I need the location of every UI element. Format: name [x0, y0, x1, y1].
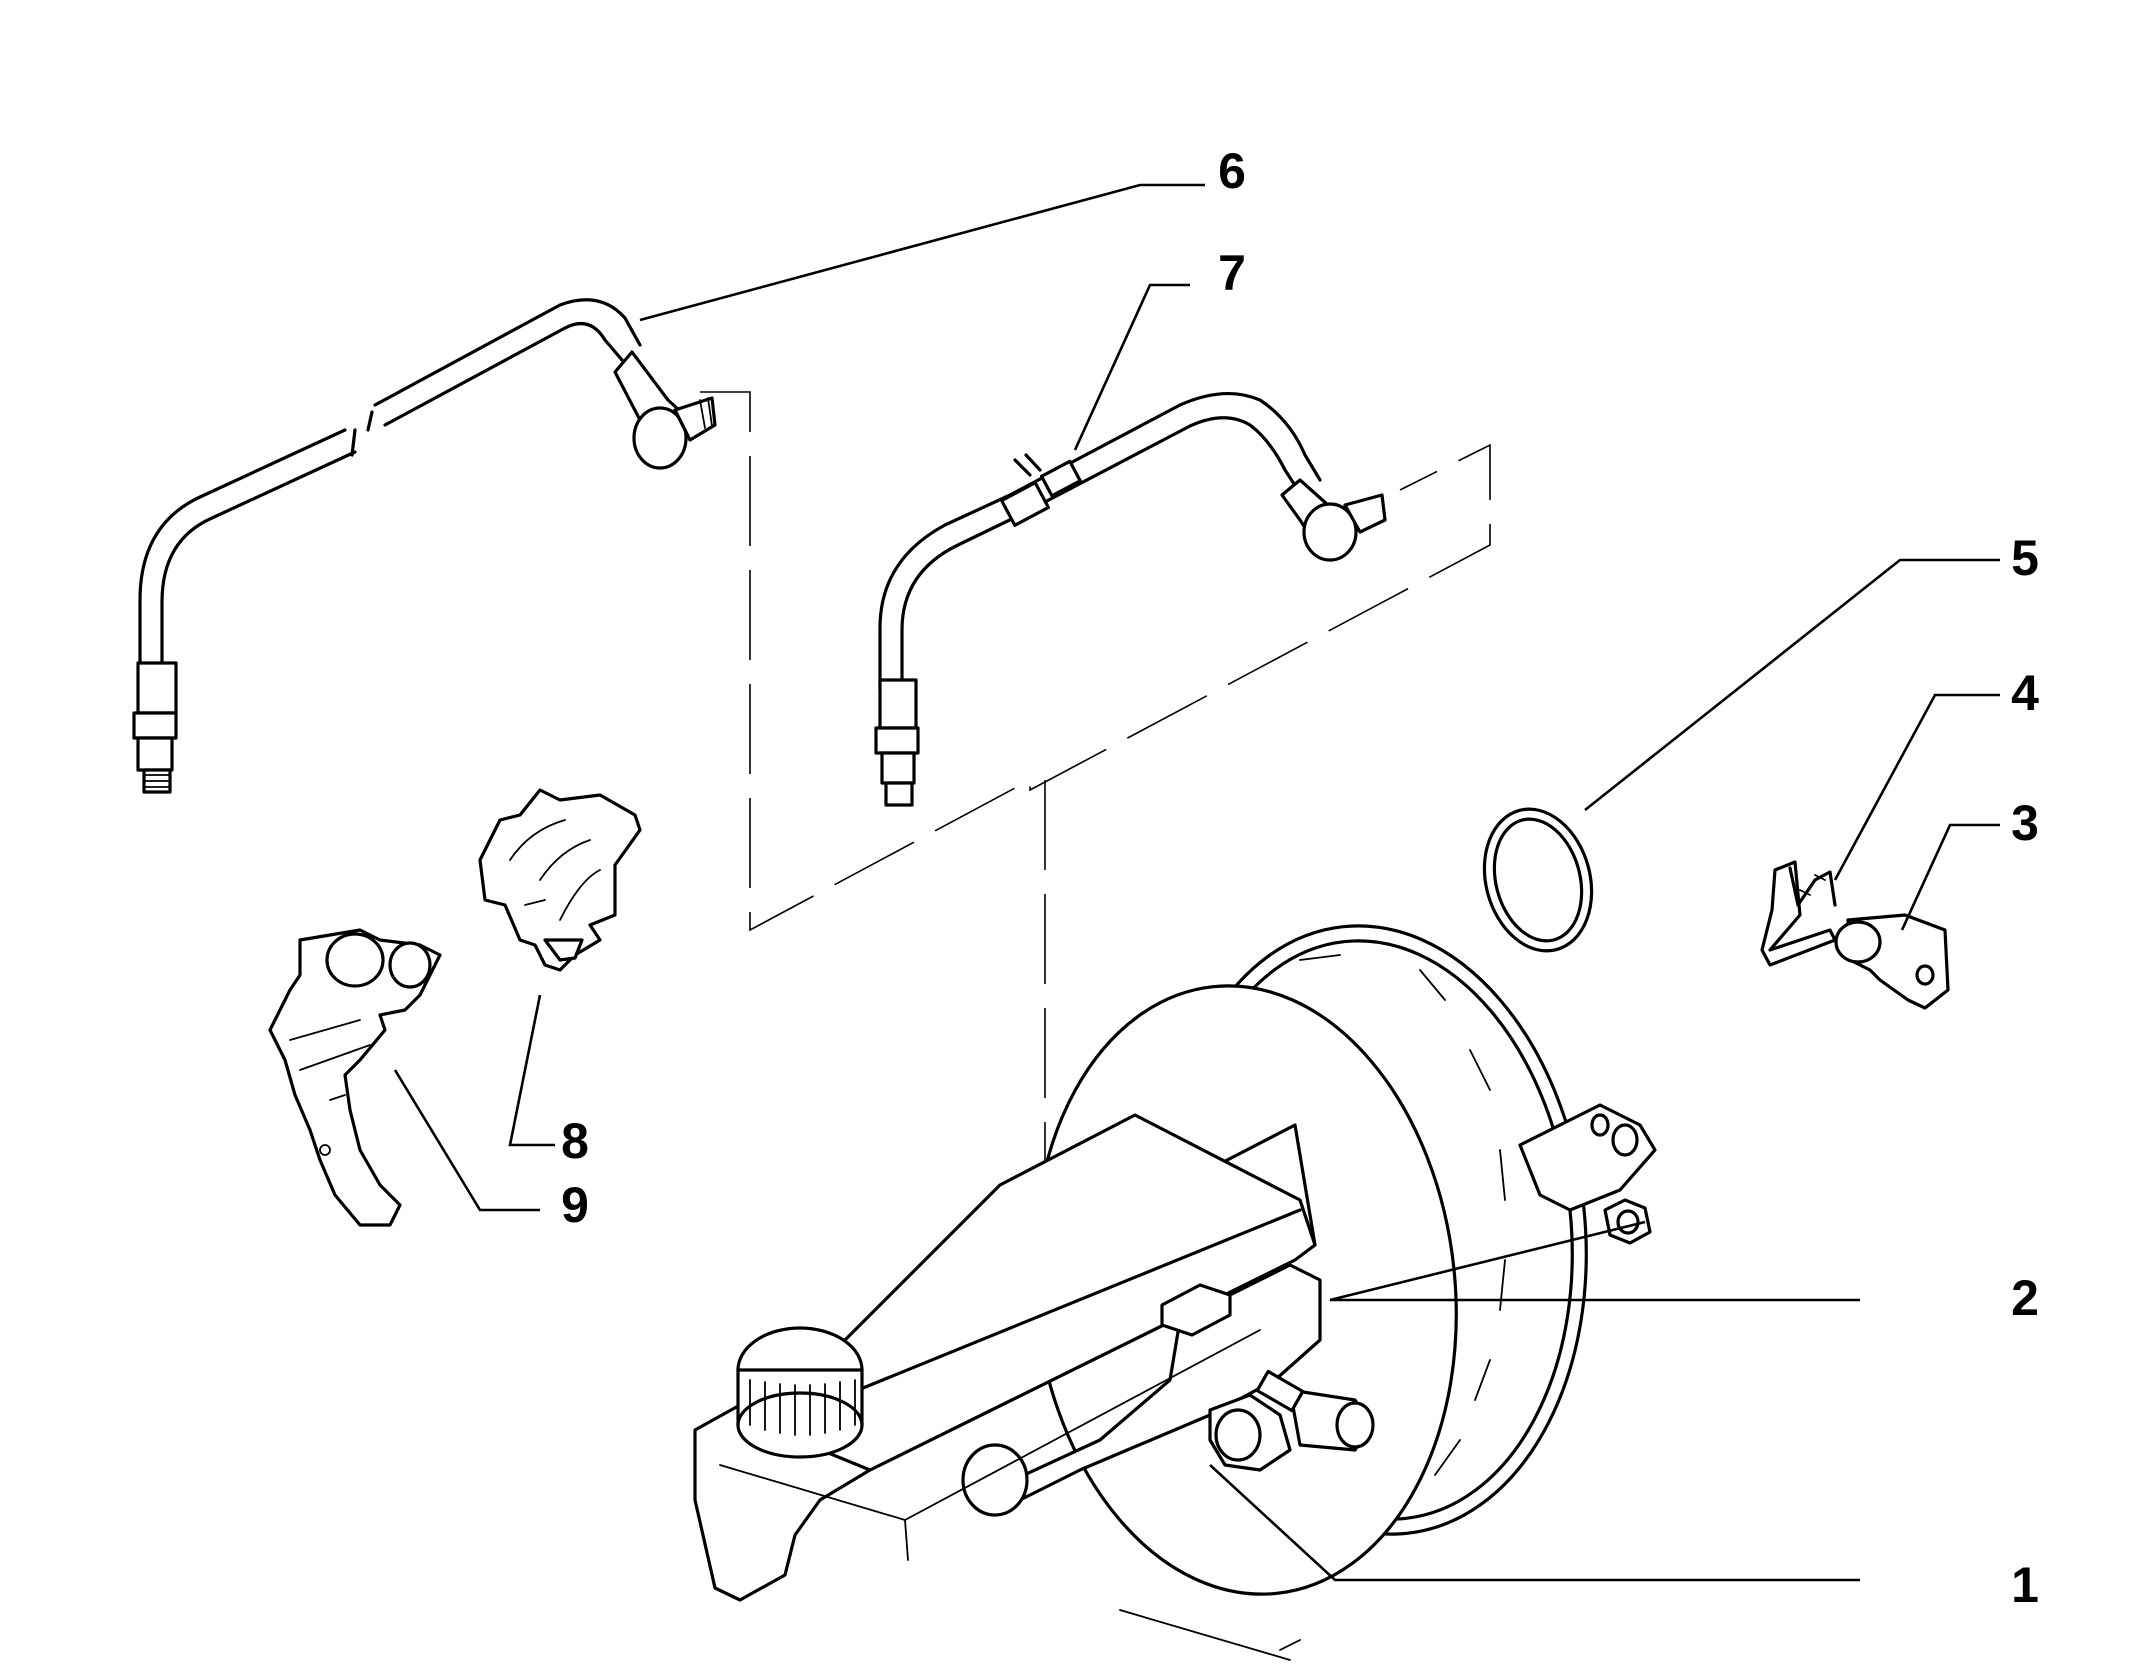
leader-line-9	[393, 1069, 540, 1212]
leader-line-2	[1329, 1220, 1860, 1302]
callout-2: 2	[2011, 1270, 2039, 1326]
leader-lines	[393, 183, 2000, 1582]
leader-line-1	[1209, 1464, 1860, 1582]
callout-3: 3	[2011, 795, 2039, 851]
callout-9: 9	[561, 1177, 589, 1233]
leader-line-3	[1900, 823, 2000, 931]
callout-5: 5	[2011, 530, 2039, 586]
brake-pipe-6[interactable]	[132, 298, 717, 794]
o-ring-5[interactable]	[1469, 797, 1607, 963]
leader-line-8	[508, 994, 555, 1147]
clip-8[interactable]	[478, 788, 642, 972]
leader-line-5	[1584, 558, 2000, 812]
callout-6: 6	[1218, 143, 1246, 199]
callout-1: 1	[2011, 1557, 2039, 1613]
assembly-phantom-lines	[700, 391, 1491, 1160]
callout-4: 4	[2011, 665, 2039, 721]
nut-2[interactable]	[1603, 1198, 1652, 1245]
bracket-9[interactable]	[268, 928, 442, 1227]
callout-8: 8	[561, 1113, 589, 1169]
brake-servo-assembly-1[interactable]	[693, 905, 1657, 1661]
callout-labels: 1 2 3 4 5 6 7 8 9	[561, 143, 2039, 1613]
callout-7: 7	[1218, 245, 1246, 301]
spring-clip-4[interactable]	[1760, 860, 1837, 967]
leader-line-4	[1833, 693, 2000, 881]
leader-line-7	[1073, 283, 1190, 451]
clevis-pin-3[interactable]	[1834, 913, 1950, 1010]
brake-pipe-7[interactable]	[874, 392, 1387, 807]
leader-line-6	[639, 183, 1205, 322]
